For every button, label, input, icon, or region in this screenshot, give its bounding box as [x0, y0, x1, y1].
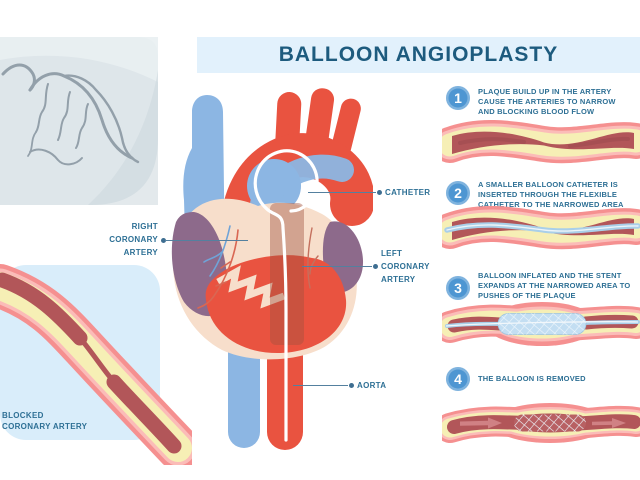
step-2-badge: 2: [446, 181, 470, 205]
step-1-badge: 1: [446, 86, 470, 110]
step-4-text: THE BALLOON IS REMOVED: [478, 374, 586, 383]
step-3-text: BALLOON INFLATED AND THE STENT EXPANDS A…: [478, 271, 631, 300]
blood-flow-arrows: [460, 417, 626, 429]
label-blocked-coronary-artery: BLOCKED CORONARY ARTERY: [2, 411, 88, 431]
ventricle-edge-detail: [216, 265, 286, 309]
pointer-line: [165, 240, 248, 242]
coronary-angiogram-illustration: [0, 37, 158, 205]
pointer-line: [308, 192, 376, 194]
step-2-text: A SMALLER BALLOON CATHETER IS INSERTED T…: [478, 180, 624, 209]
balloon-catheter: [444, 222, 640, 234]
page-title: BALLOON ANGIOPLASTY: [278, 43, 559, 66]
label-catheter: CATHETER: [385, 188, 431, 197]
step-2-artery-illustration: [442, 206, 640, 250]
step-3-badge: 3: [446, 276, 470, 300]
label-left-coronary-artery: LEFT CORONARY ARTERY: [381, 249, 430, 284]
pulmonary-branch: [250, 154, 354, 216]
label-right-coronary-artery: RIGHT CORONARY ARTERY: [109, 222, 158, 257]
label-dot: [377, 190, 382, 195]
label-dot: [161, 238, 166, 243]
stent-mesh: [514, 414, 586, 432]
step-1-artery-illustration: [442, 120, 640, 164]
blocked-artery-illustration: [0, 264, 192, 465]
ventricles: [205, 255, 347, 354]
step-4-artery-illustration: [442, 403, 640, 443]
step-1-text: PLAQUE BUILD UP IN THE ARTERY CAUSE THE …: [478, 87, 616, 116]
pointer-line: [293, 385, 348, 387]
heart-illustration: [171, 88, 373, 450]
label-dot: [373, 264, 378, 269]
title-banner: BALLOON ANGIOPLASTY: [197, 37, 640, 73]
label-dot: [349, 383, 354, 388]
stent-balloon: [497, 313, 587, 335]
step-3-artery-illustration: [442, 302, 640, 346]
coronary-vessels: [197, 225, 319, 309]
step-4-badge: 4: [446, 367, 470, 391]
aorta-behind-body: [270, 203, 304, 345]
catheter-wire: [253, 149, 319, 442]
label-aorta: AORTA: [357, 381, 387, 390]
pointer-line: [302, 266, 372, 268]
